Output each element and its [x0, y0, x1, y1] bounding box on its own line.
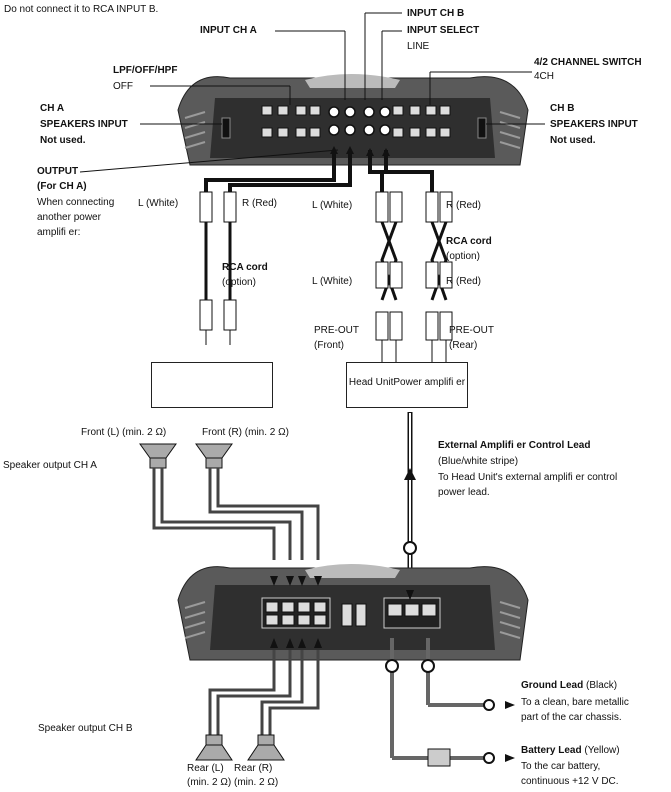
output-sub: (For CH A) [37, 181, 87, 192]
ext-lead-1: (Blue/white stripe) [438, 456, 519, 467]
front-r-label: Front (R) (min. 2 Ω) [202, 427, 289, 438]
lpf-value: OFF [113, 81, 133, 92]
front-paren: (Front) [314, 340, 344, 351]
power-amplifier-box [151, 362, 273, 408]
speaker-out-b: Speaker output CH B [38, 723, 133, 734]
rear-paren: (Rear) [449, 340, 478, 351]
head-unit-label: Head UnitPower amplifi er [348, 377, 466, 388]
speaker-arrows [270, 576, 414, 648]
option-left: (option) [222, 277, 256, 288]
ext-lead-title: External Amplifi er Control Lead [438, 440, 591, 451]
front-speaker-wires [152, 468, 320, 560]
r-red-right-1: R (Red) [446, 200, 482, 211]
left-rca-cord [199, 191, 237, 345]
ground-2: part of the car chassis. [521, 712, 622, 723]
output-desc-1: When connecting [37, 197, 115, 208]
rear-r-1: Rear (R) [234, 763, 273, 774]
ch-b-not-used: Not used. [550, 135, 596, 146]
front-l-label: Front (L) (min. 2 Ω) [81, 427, 167, 438]
input-select-label: INPUT SELECT [407, 25, 480, 36]
battery-title: Battery Lead [521, 745, 582, 756]
pre-out-rear: PRE-OUT [449, 325, 494, 336]
rear-l-2: (min. 2 Ω) [187, 777, 232, 788]
option-right: (option) [446, 251, 480, 262]
ch-b-speakers-2: SPEAKERS INPUT [550, 119, 638, 130]
channel-switch-label: 4/2 CHANNEL SWITCH [534, 57, 642, 68]
rear-r-2: (min. 2 Ω) [234, 777, 279, 788]
ch-b-speakers-1: CH B [550, 103, 575, 114]
front-speakers [139, 443, 233, 469]
ext-lead-2: To Head Unit's external amplifi er contr… [438, 472, 618, 483]
r-red-left: R (Red) [242, 198, 278, 209]
rca-arrows [330, 146, 390, 156]
l-white-right-2: L (White) [312, 276, 353, 287]
output-title: OUTPUT [37, 166, 79, 177]
output-desc-3: amplifi er: [37, 227, 81, 238]
ground-color: (Black) [586, 680, 618, 691]
output-desc-2: another power [37, 212, 101, 223]
ch-a-speakers-1: CH A [40, 103, 65, 114]
rca-cord-left: RCA cord [222, 262, 268, 273]
head-unit-box: Head UnitPower amplifi er [346, 362, 468, 408]
ext-lead-3: power lead. [438, 487, 490, 498]
l-white-right-1: L (White) [312, 200, 353, 211]
top-note: Do not connect it to RCA INPUT B. [4, 4, 159, 15]
battery-2: continuous +12 V DC. [521, 776, 619, 787]
input-ch-b-label: INPUT CH B [407, 8, 465, 19]
ground-1: To a clean, bare metallic [521, 697, 629, 708]
ground-title: Ground Lead [521, 680, 584, 691]
l-white-left: L (White) [138, 198, 179, 209]
right-rca-cords [375, 191, 453, 362]
speaker-out-a: Speaker output CH A [3, 460, 97, 471]
pre-out-front: PRE-OUT [314, 325, 359, 336]
battery-lead-line: Battery Lead (Yellow) [521, 745, 620, 757]
leader-lines-top [79, 12, 545, 173]
remote-lead [403, 412, 417, 570]
input-select-value: LINE [407, 41, 430, 52]
r-red-right-2: R (Red) [446, 276, 482, 287]
lpf-label: LPF/OFF/HPF [113, 65, 178, 76]
bottom-amplifier [177, 564, 529, 661]
rca-cord-right: RCA cord [446, 236, 492, 247]
rca-signal-lines [204, 150, 434, 192]
top-amplifier [177, 74, 529, 166]
battery-1: To the car battery, [521, 761, 601, 772]
battery-color: (Yellow) [584, 745, 620, 756]
power-leads [385, 638, 515, 767]
ch-a-speakers-2: SPEAKERS INPUT [40, 119, 128, 130]
rear-l-1: Rear (L) [187, 763, 224, 774]
channel-switch-value: 4CH [534, 71, 555, 82]
ch-a-not-used: Not used. [40, 135, 86, 146]
input-ch-a-label: INPUT CH A [200, 25, 257, 36]
rear-speakers [195, 734, 285, 761]
ground-lead-line: Ground Lead (Black) [521, 680, 617, 692]
rear-speaker-wires [208, 650, 320, 735]
